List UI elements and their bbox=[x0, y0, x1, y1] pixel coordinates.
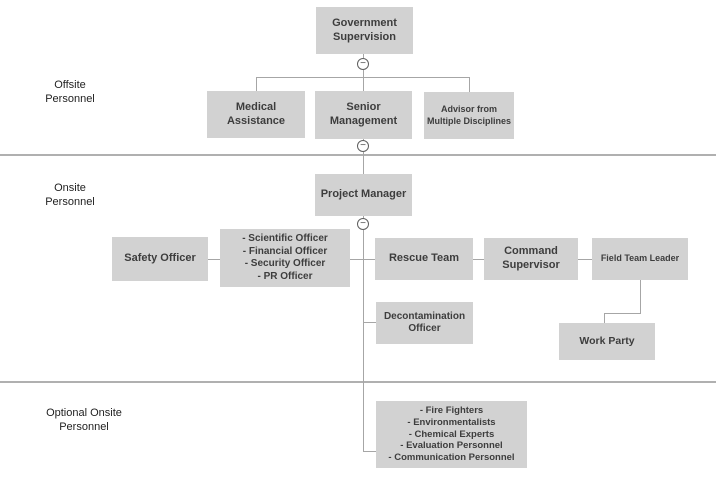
node-officers-list[interactable]: - Scientific Officer - Financial Officer… bbox=[220, 229, 350, 287]
node-field-team-leader[interactable]: Field Team Leader bbox=[592, 238, 688, 280]
node-medical-assistance[interactable]: Medical Assistance bbox=[207, 91, 305, 138]
section-label-offsite-personnel: Offsite Personnel bbox=[45, 79, 95, 106]
list-line: - Evaluation Personnel bbox=[400, 440, 503, 452]
list-line: - Financial Officer bbox=[242, 245, 328, 257]
connector-line bbox=[363, 54, 364, 58]
node-senior-management[interactable]: Senior Management bbox=[315, 91, 412, 139]
section-divider-onsite-optional bbox=[0, 381, 716, 383]
node-advisor-multiple-disciplines[interactable]: Advisor from Multiple Disciplines bbox=[424, 92, 514, 139]
connector-line bbox=[363, 322, 376, 323]
node-rescue-team[interactable]: Rescue Team bbox=[375, 238, 473, 280]
node-safety-officer[interactable]: Safety Officer bbox=[112, 237, 208, 281]
connector-line bbox=[578, 259, 592, 260]
list-line: - Fire Fighters bbox=[419, 404, 484, 416]
connector-line bbox=[208, 259, 220, 260]
connector-line bbox=[350, 259, 375, 260]
connector-line bbox=[604, 313, 605, 323]
list-line: - Communication Personnel bbox=[388, 452, 515, 464]
connector-line bbox=[640, 280, 641, 313]
node-command-supervisor[interactable]: Command Supervisor bbox=[484, 238, 578, 280]
connector-line bbox=[604, 313, 641, 314]
section-label-optional-onsite-personnel: Optional Onsite Personnel bbox=[46, 407, 122, 434]
connector-line bbox=[256, 77, 257, 91]
list-line: - PR Officer bbox=[257, 270, 313, 282]
collapse-icon[interactable]: − bbox=[357, 218, 369, 230]
connector-line bbox=[363, 152, 364, 174]
connector-line bbox=[256, 77, 469, 78]
connector-line bbox=[363, 77, 364, 91]
node-decontamination-officer[interactable]: Decontamination Officer bbox=[376, 302, 473, 344]
list-line: - Scientific Officer bbox=[242, 233, 328, 244]
connector-line bbox=[363, 216, 364, 219]
connector-line bbox=[363, 70, 364, 77]
list-line: - Chemical Experts bbox=[408, 428, 495, 440]
collapse-icon[interactable]: − bbox=[357, 58, 369, 70]
node-optional-personnel-list[interactable]: - Fire Fighters - Environmentalists - Ch… bbox=[376, 401, 527, 468]
connector-line bbox=[469, 77, 470, 92]
node-government-supervision[interactable]: Government Supervision bbox=[316, 7, 413, 54]
collapse-icon[interactable]: − bbox=[357, 140, 369, 152]
connector-line bbox=[363, 230, 364, 452]
node-project-manager[interactable]: Project Manager bbox=[315, 174, 412, 216]
node-work-party[interactable]: Work Party bbox=[559, 323, 655, 360]
list-line: - Security Officer bbox=[244, 258, 326, 269]
connector-line bbox=[473, 259, 484, 260]
section-label-onsite-personnel: Onsite Personnel bbox=[45, 182, 95, 209]
connector-line bbox=[363, 451, 376, 452]
list-line: - Environmentalists bbox=[407, 416, 496, 428]
section-divider-offsite-onsite bbox=[0, 154, 716, 156]
